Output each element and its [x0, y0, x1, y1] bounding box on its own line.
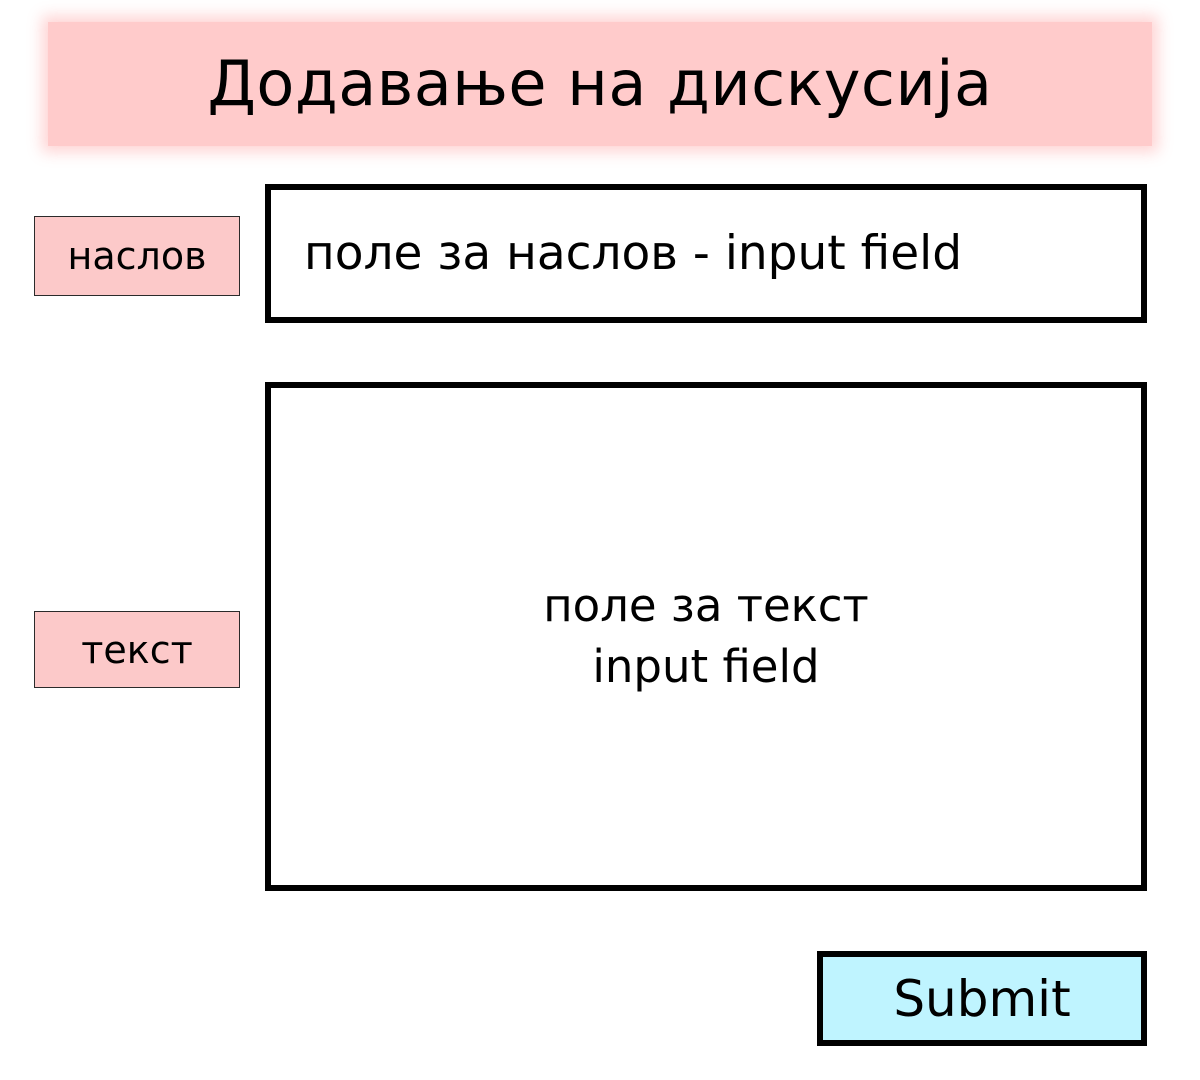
body-textarea[interactable]: поле за текст input field — [265, 382, 1147, 891]
field-label-body: текст — [34, 611, 240, 688]
title-input[interactable]: поле за наслов - input field — [265, 184, 1147, 323]
submit-button-label: Submit — [893, 969, 1071, 1028]
page-header-banner: Додавање на дискусија — [48, 22, 1152, 146]
title-input-placeholder: поле за наслов - input field — [304, 225, 963, 281]
submit-button[interactable]: Submit — [817, 951, 1147, 1046]
field-label-title: наслов — [34, 216, 240, 296]
body-textarea-placeholder: поле за текст input field — [543, 576, 869, 697]
page-title: Додавање на дискусија — [207, 47, 993, 120]
field-label-title-text: наслов — [67, 234, 207, 278]
body-textarea-placeholder-line-2: input field — [592, 639, 820, 693]
field-label-body-text: текст — [81, 627, 193, 672]
body-textarea-placeholder-line-1: поле за текст — [543, 579, 869, 633]
